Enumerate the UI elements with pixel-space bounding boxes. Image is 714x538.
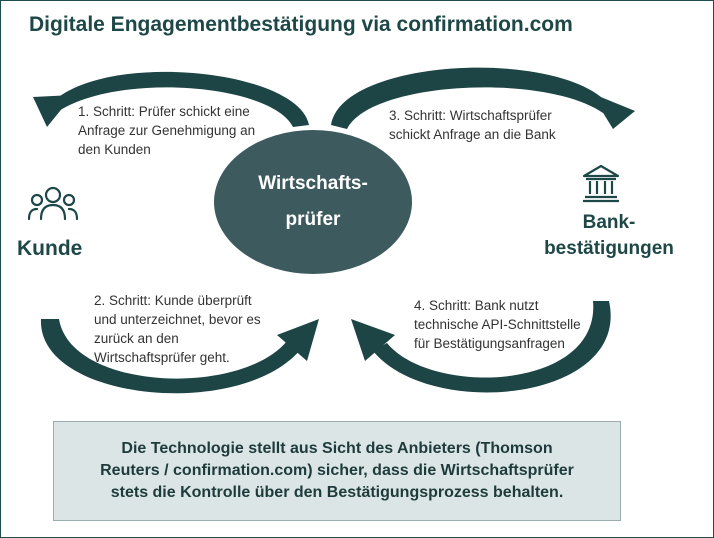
page-title: Digitale Engagementbestätigung via confi… [29, 13, 573, 36]
step-1-line: den Kunden [78, 142, 151, 157]
step-2-line: Wirtschaftsprüfer geht. [94, 350, 230, 365]
step-4-line: für Bestätigungsanfragen [414, 336, 565, 351]
step-3-line: 3. Schritt: Wirtschaftsprüfer [389, 108, 552, 123]
bank-label-line: bestätigungen [544, 238, 674, 259]
step-4-line: 4. Schritt: Bank nutzt [414, 298, 539, 313]
step-3-line: schickt Anfrage an die Bank [389, 127, 556, 142]
info-box-line: stets die Kontrolle über den Bestätigung… [110, 484, 564, 501]
info-box: Die Technologie stellt aus Sicht des Anb… [53, 421, 621, 521]
step-1-line: Anfrage zur Genehmigung an [78, 123, 256, 138]
step-3-text: 3. Schritt: Wirtschaftsprüfer schickt An… [389, 106, 556, 144]
arrow-step-3 [331, 67, 635, 129]
info-box-line: Die Technologie stellt aus Sicht des Anb… [121, 440, 553, 457]
step-2-line: und unterzeichnet, bevor es [94, 312, 261, 327]
people-group-icon [27, 186, 79, 221]
bank-label-line: Bank- [582, 212, 636, 233]
center-label-line: prüfer [285, 209, 341, 230]
step-2-line: zurück an den [94, 331, 179, 346]
step-4-text: 4. Schritt: Bank nutzt technische API-Sc… [414, 296, 581, 353]
arrow-step-1 [33, 71, 309, 127]
bank-label: Bank- bestätigungen [539, 210, 679, 262]
center-node-wirtschaftspruefer: Wirtschafts- prüfer [214, 130, 412, 274]
arrow-step-4 [351, 301, 611, 393]
step-1-text: 1. Schritt: Prüfer schickt eine Anfrage … [78, 102, 255, 159]
kunde-label: Kunde [17, 237, 83, 260]
step-1-line: 1. Schritt: Prüfer schickt eine [78, 104, 250, 119]
arrow-step-2 [40, 319, 319, 394]
bank-building-icon [582, 164, 620, 203]
step-2-line: 2. Schritt: Kunde überprüft [94, 293, 252, 308]
step-2-text: 2. Schritt: Kunde überprüft und unterzei… [94, 291, 261, 367]
info-box-line: Reuters / confirmation.com) sicher, dass… [100, 462, 574, 479]
step-4-line: technische API-Schnittstelle [414, 317, 581, 332]
center-label-line: Wirtschafts- [258, 173, 368, 194]
